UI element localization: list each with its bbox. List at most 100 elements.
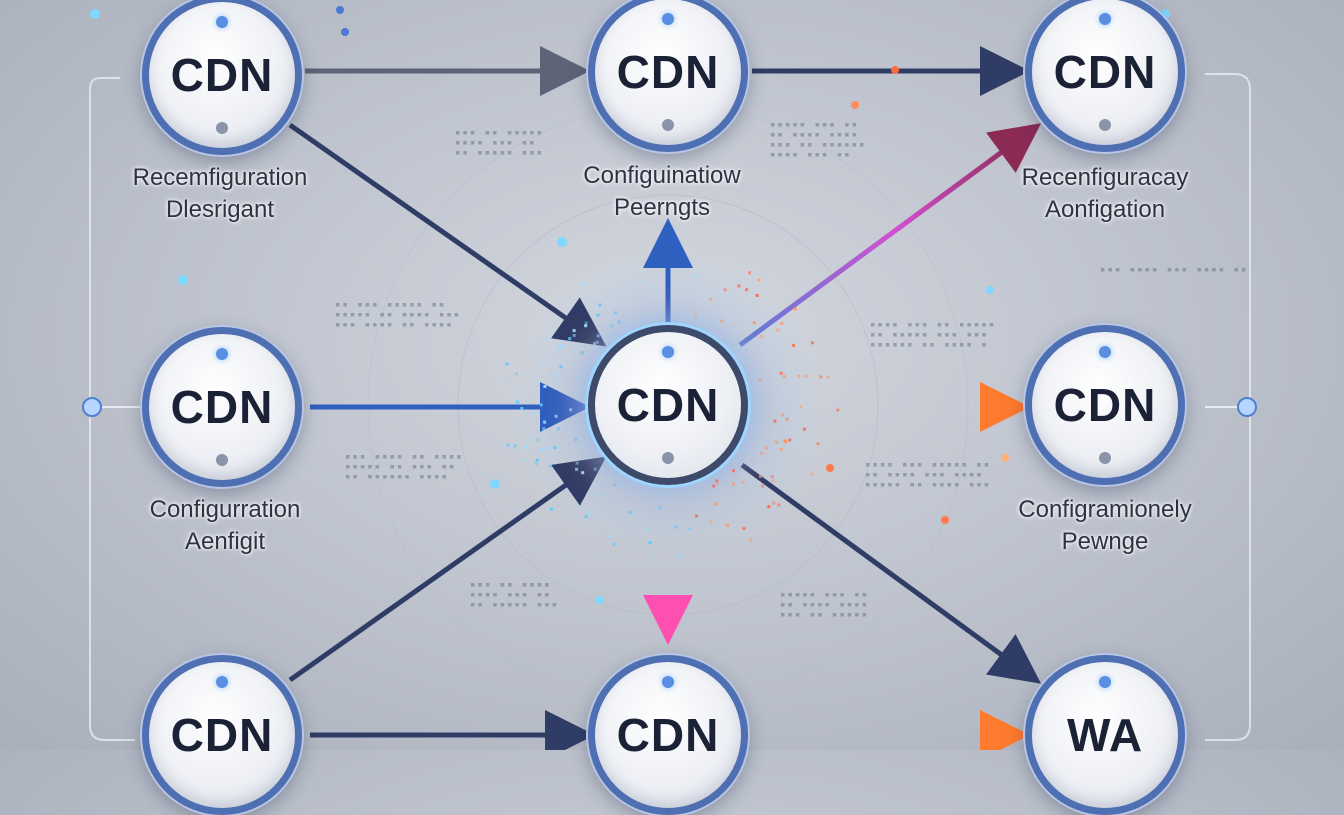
- cloud-dot: [776, 328, 780, 332]
- cdn-node-top-left[interactable]: CDN: [142, 0, 302, 155]
- cloud-dot: [758, 475, 762, 478]
- cloud-dot: [709, 520, 713, 524]
- caption-mid-left: Configurration Aenfigit: [85, 494, 365, 558]
- cloud-dot: [779, 447, 783, 451]
- cloud-dot: [712, 484, 716, 488]
- cloud-dot: [610, 324, 614, 328]
- caption-line: Recemfiguration: [132, 164, 308, 191]
- cloud-dot: [764, 446, 768, 450]
- node-label: CDN: [616, 709, 720, 761]
- cloud-dot: [513, 444, 517, 448]
- cloud-dot: [760, 334, 764, 338]
- node-port-dot: [216, 122, 228, 134]
- cloud-dot: [620, 481, 624, 485]
- cloud-dot: [758, 378, 762, 382]
- cdn-node-top-center[interactable]: CDN: [588, 0, 748, 152]
- arrow-bl-to-center: [288, 456, 607, 683]
- cloud-dot: [810, 472, 814, 476]
- cloud-dot: [543, 420, 547, 424]
- caption-top-right: Recenfiguracay Aonfigation: [965, 162, 1245, 226]
- particle: [490, 479, 500, 489]
- cloud-dot: [677, 554, 681, 558]
- node-label: CDN: [170, 381, 274, 433]
- bg-glyphs: ▪▪▪▪ ▪▪▪ ▪▪ ▪▪▪▪▪ ▪▪ ▪▪▪▪▪ ▪▪▪ ▪▪▪ ▪▪▪▪▪…: [870, 320, 997, 350]
- cloud-dot: [598, 303, 602, 307]
- node-label: CDN: [1053, 46, 1157, 98]
- cloud-dot: [549, 507, 553, 511]
- cloud-dot: [726, 523, 730, 527]
- cloud-dot: [553, 446, 557, 450]
- cdn-node-mid-left[interactable]: CDN: [142, 327, 302, 487]
- cloud-dot: [802, 427, 806, 431]
- cloud-dot: [543, 385, 547, 388]
- cloud-dot: [771, 479, 775, 483]
- cloud-dot: [715, 479, 719, 483]
- cloud-dot: [695, 514, 698, 518]
- cloud-dot: [516, 400, 520, 404]
- cloud-dot: [612, 543, 616, 546]
- cloud-dot: [777, 503, 781, 507]
- cloud-dot: [674, 525, 678, 529]
- cloud-dot: [584, 324, 588, 328]
- cloud-dot: [749, 538, 752, 542]
- cloud-dot: [665, 522, 669, 526]
- cloud-dot: [595, 483, 599, 487]
- cloud-dot: [804, 374, 808, 378]
- caption-top-center: Configuinatiow Peerngts: [522, 160, 802, 224]
- cloud-dot: [569, 408, 573, 412]
- caption-line: Dlesrigant: [165, 196, 275, 223]
- particle: [941, 516, 949, 524]
- cloud-dot: [695, 275, 699, 279]
- cdn-node-center[interactable]: CDN: [588, 325, 748, 485]
- caption-top-left: Recemfiguration Dlesrigant: [80, 162, 360, 226]
- cdn-node-top-right[interactable]: CDN: [1025, 0, 1185, 152]
- node-port-dot: [662, 119, 674, 131]
- cloud-dot: [748, 271, 752, 275]
- caption-line: Configramionely: [1018, 496, 1192, 523]
- node-port-dot: [216, 454, 228, 466]
- cloud-dot: [715, 481, 719, 485]
- cloud-dot: [783, 439, 787, 443]
- cloud-dot: [775, 440, 779, 444]
- caption-line: Aonfigation: [1044, 196, 1166, 223]
- cloud-dot: [596, 313, 600, 317]
- cloud-dot: [836, 408, 840, 412]
- cloud-dot: [640, 322, 644, 325]
- arrow-center-to-br: [740, 462, 1042, 684]
- cloud-dot: [544, 337, 548, 341]
- cloud-dot: [752, 321, 756, 325]
- cloud-dot: [608, 535, 612, 538]
- cloud-dot: [535, 458, 539, 462]
- cloud-dot: [515, 372, 518, 376]
- cloud-dot: [628, 510, 632, 514]
- node-port-dot: [1099, 119, 1111, 131]
- cloud-dot: [568, 337, 572, 341]
- cloud-dot: [572, 333, 576, 337]
- cloud-dot: [621, 552, 625, 555]
- cloud-dot: [504, 378, 508, 382]
- wa-node-bottom-right[interactable]: WA: [1025, 655, 1185, 815]
- frame-right-port: [1237, 397, 1257, 417]
- cloud-dot: [772, 501, 776, 505]
- cloud-dot: [553, 373, 557, 377]
- cloud-dot: [605, 510, 609, 514]
- cdn-node-mid-right[interactable]: CDN: [1025, 325, 1185, 485]
- cloud-dot: [658, 506, 662, 510]
- node-port-dot: [662, 13, 674, 25]
- cloud-dot: [799, 405, 803, 409]
- caption-line: Peerngts: [613, 194, 711, 221]
- cloud-dot: [543, 446, 547, 450]
- cloud-dot: [576, 375, 580, 379]
- cloud-dot: [524, 445, 528, 449]
- cdn-node-bottom-center[interactable]: CDN: [588, 655, 748, 815]
- cloud-dot: [770, 475, 774, 479]
- cloud-dot: [650, 554, 654, 558]
- cloud-dot: [819, 375, 823, 379]
- cloud-dot: [580, 351, 584, 355]
- particles: [90, 6, 1170, 604]
- cdn-node-bottom-left[interactable]: CDN: [142, 655, 302, 815]
- node-port-dot: [662, 346, 674, 358]
- caption-line: Recenfiguracay: [1021, 164, 1189, 191]
- cloud-dot: [737, 284, 741, 288]
- cloud-dot: [723, 288, 727, 292]
